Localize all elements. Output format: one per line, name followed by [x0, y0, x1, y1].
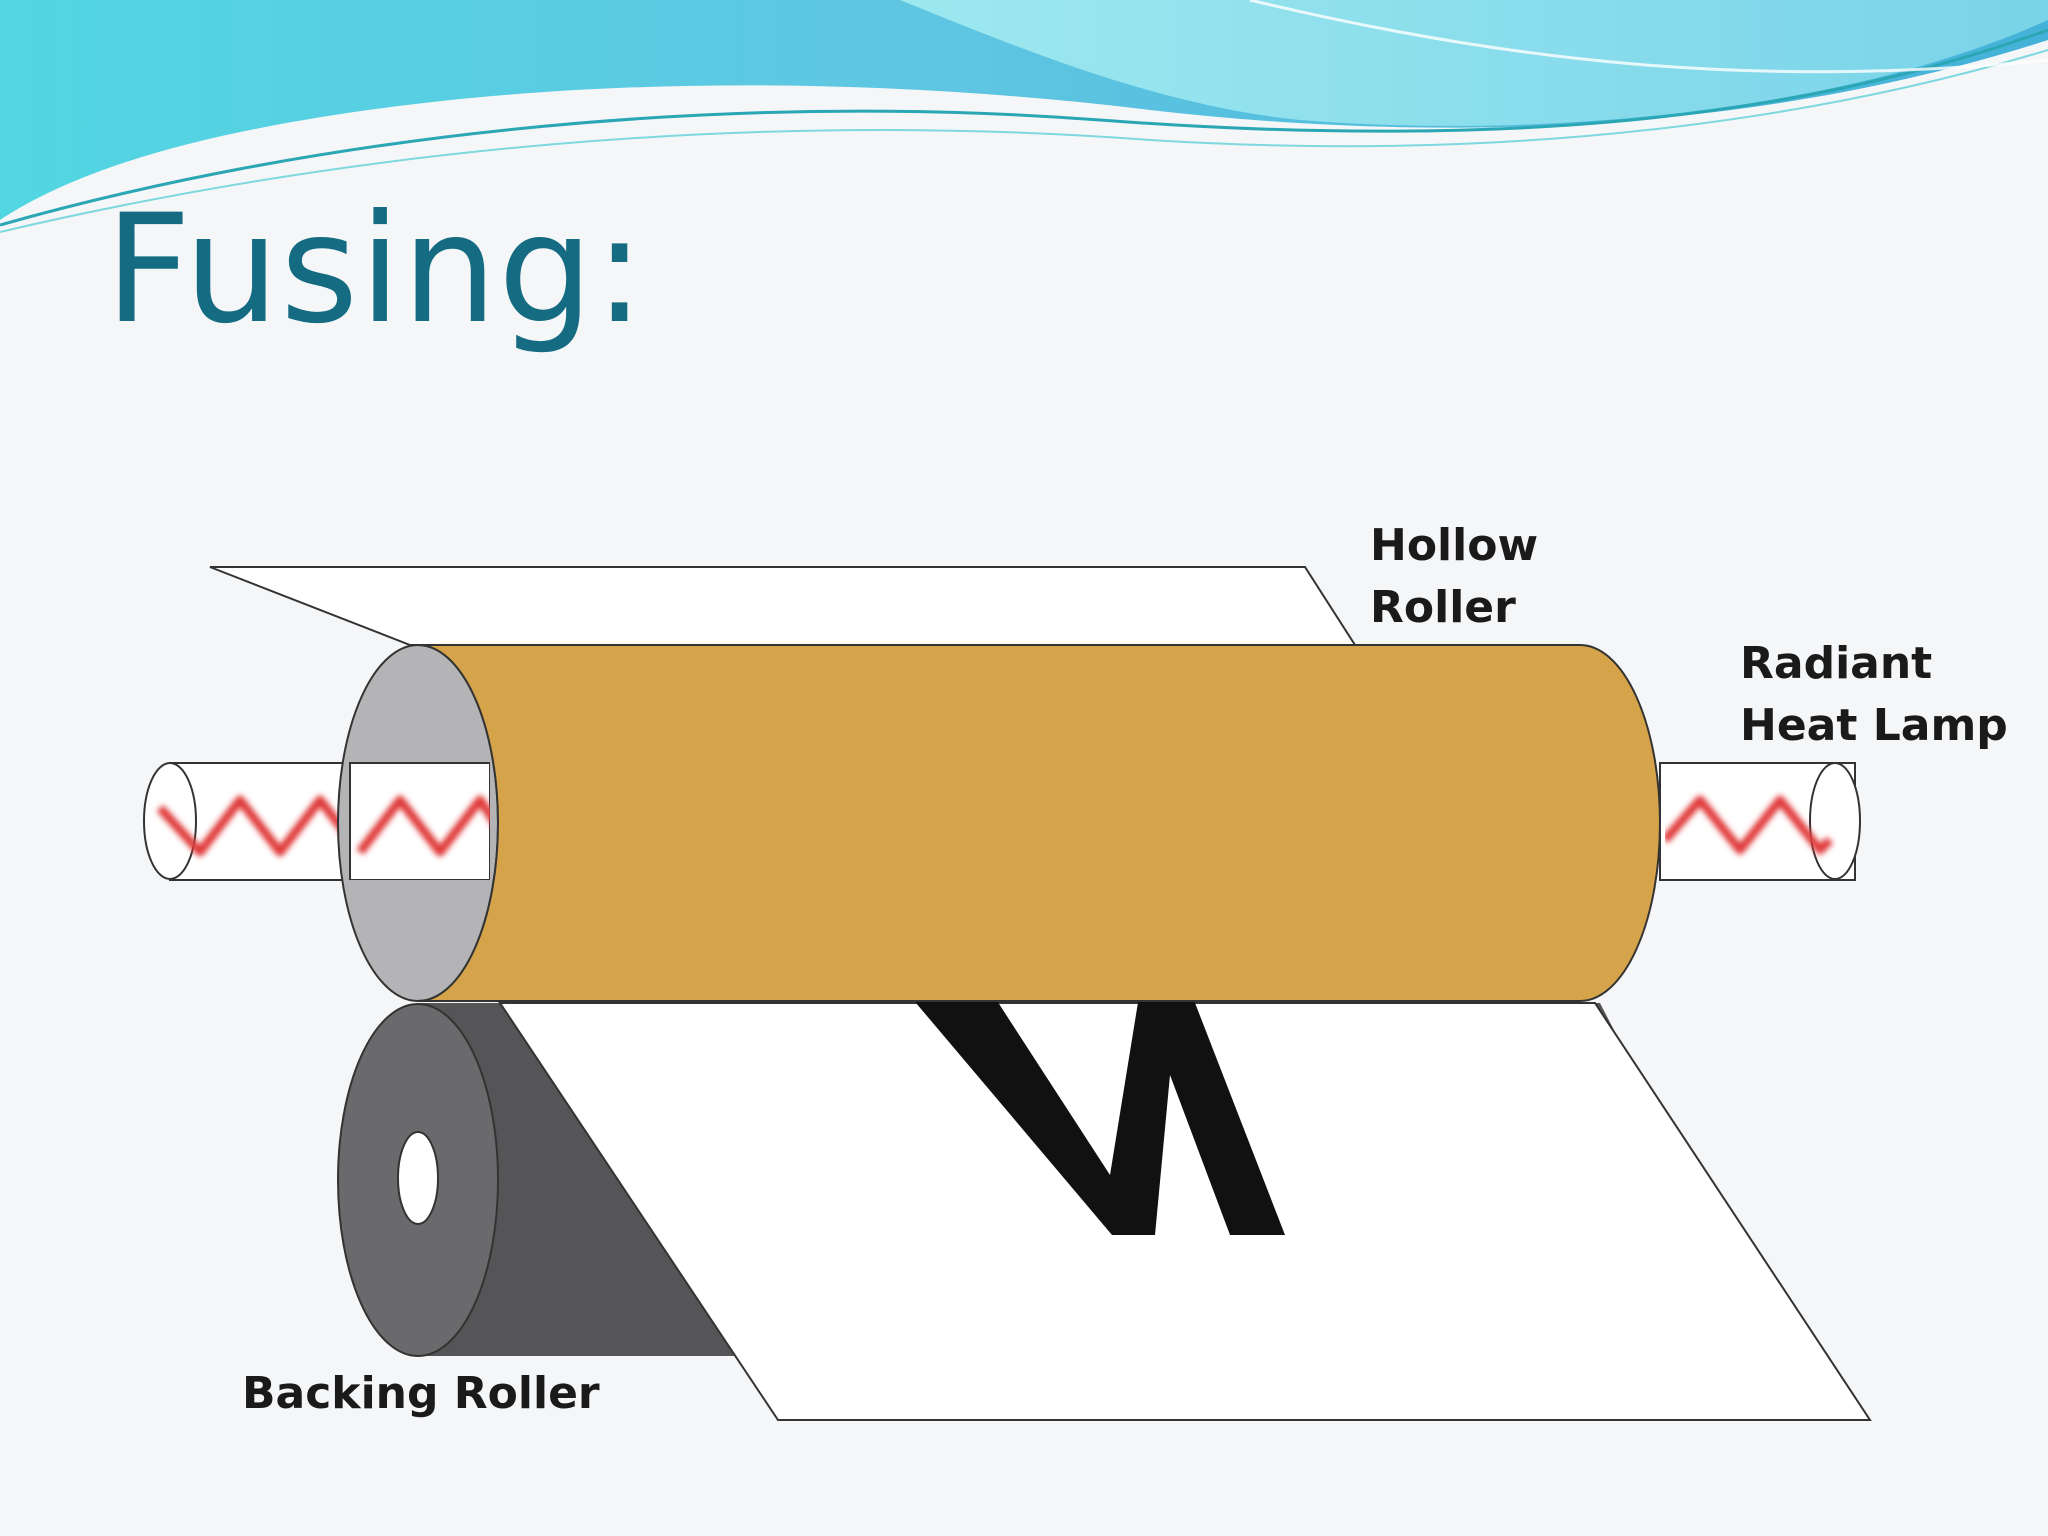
- hollow-roller: [417, 644, 1661, 1002]
- paper-sheet-front: [498, 1002, 1872, 1421]
- fused-toner-letter: [905, 990, 1285, 1235]
- label-backing-roller: Backing Roller: [242, 1368, 600, 1419]
- label-hollow-roller-line1: Hollow: [1370, 520, 1538, 571]
- label-radiant-heat-lamp-line2: Heat Lamp: [1740, 700, 2008, 751]
- header-wave-decoration: [0, 0, 2048, 233]
- paper-sheet-back: [209, 566, 1357, 646]
- backing-roller-axle-hole: [397, 1131, 439, 1225]
- slide-title: Fusing:: [105, 183, 646, 357]
- label-radiant-heat-lamp-line1: Radiant: [1740, 638, 1932, 689]
- heating-coil-inside: [356, 795, 490, 857]
- label-hollow-roller-line2: Roller: [1370, 582, 1516, 633]
- radiant-heat-lamp-right: [1659, 762, 1861, 881]
- heating-coil-right: [1665, 795, 1834, 855]
